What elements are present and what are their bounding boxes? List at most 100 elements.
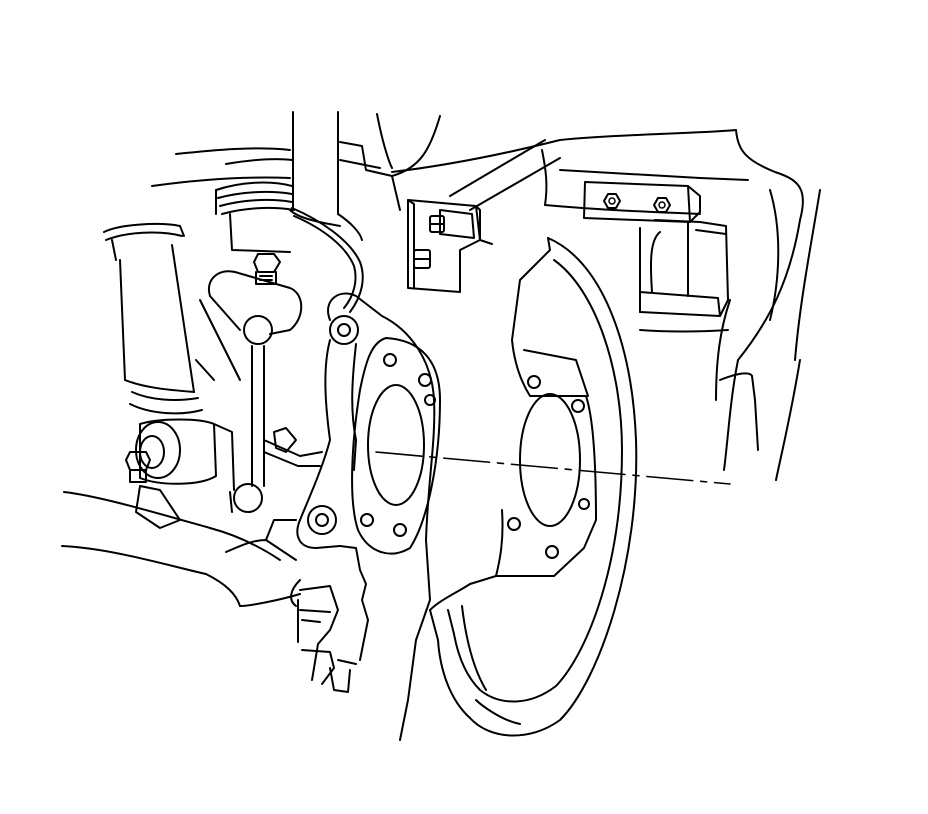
lower-strut-body-stroke <box>104 224 180 232</box>
steering-knuckle-stroke <box>330 668 350 692</box>
alignment-centerline <box>376 452 730 484</box>
body-structure-stroke <box>450 140 545 196</box>
body-structure-stroke <box>736 130 803 220</box>
body-structure-stroke <box>392 130 736 172</box>
steering-knuckle-stroke <box>297 520 340 548</box>
control-arm-bushing-stroke <box>136 422 180 478</box>
brake-backing-plate-stroke <box>524 350 588 396</box>
control-arm-bushing-stroke <box>140 420 216 484</box>
lower-control-arm-stroke <box>62 546 240 606</box>
strut-assembly-stroke <box>338 214 362 240</box>
lower-strut-body-stroke <box>172 245 194 392</box>
brake-hose-bracket-stroke <box>480 240 492 244</box>
body-structure-stroke <box>542 150 546 205</box>
body-bracket-with-nuts-stroke <box>696 230 726 234</box>
brake-backing-plate-stroke <box>448 260 622 702</box>
lower-strut-body-stroke <box>200 300 240 380</box>
brake-hose-bracket-stroke <box>440 210 474 238</box>
body-bracket-with-nuts-stroke <box>609 198 615 204</box>
bolt-hole-icon <box>572 400 584 412</box>
bolt-hole-icon <box>579 499 589 509</box>
brake-hose-bracket <box>408 200 492 292</box>
body-structure-stroke <box>340 142 400 210</box>
lower-control-arm <box>62 492 300 606</box>
stabilizer-link-stroke <box>210 296 240 330</box>
body-structure-stroke <box>770 190 778 320</box>
body-bracket-with-nuts-stroke <box>688 186 700 222</box>
tie-rod-end <box>264 428 322 466</box>
strut-assembly-stroke <box>222 208 294 214</box>
strut-assembly-stroke <box>216 183 292 190</box>
lower-strut-body-stroke <box>180 226 184 236</box>
lower-strut-body-stroke <box>125 380 194 392</box>
steering-knuckle-stroke <box>308 506 336 534</box>
body-structure-stroke <box>470 158 560 210</box>
steering-knuckle-stroke <box>300 340 330 520</box>
steering-knuckle-stroke <box>328 293 434 740</box>
steering-knuckle-stroke <box>316 514 328 526</box>
steering-knuckle-stroke <box>340 546 368 660</box>
control-arm-bushing-stroke <box>130 470 146 482</box>
body-structure-stroke <box>738 220 800 360</box>
brake-backing-plate-stroke <box>520 394 580 526</box>
body-bracket-with-nuts-stroke <box>640 220 728 316</box>
body-bracket-with-nuts-stroke <box>718 298 720 316</box>
stabilizer-link <box>209 254 301 512</box>
fender-edge <box>716 300 800 480</box>
steering-knuckle-stroke <box>338 660 356 664</box>
body-structure-stroke <box>392 116 440 176</box>
hex-nut-icon <box>654 198 670 212</box>
brake-hose-bracket-stroke <box>476 206 480 240</box>
control-arm-bushing <box>126 420 234 529</box>
body-structure-stroke <box>752 376 758 450</box>
control-arm-bushing-stroke <box>136 486 180 528</box>
body-structure-stroke <box>545 205 700 214</box>
body-structure-stroke <box>795 190 820 360</box>
body-structure-stroke <box>640 330 728 332</box>
body-bracket-with-nuts-stroke <box>651 232 660 292</box>
alignment-centerline-stroke <box>376 452 730 484</box>
body-structure-stroke <box>226 159 292 164</box>
brake-backing-plate-stroke <box>496 340 596 576</box>
lower-control-arm-stroke <box>240 594 300 606</box>
brake-backing-plate-stroke <box>430 238 636 736</box>
bolt-hole-icon <box>419 374 431 386</box>
brake-backing-plate-stroke <box>470 576 496 584</box>
tie-rod-end-stroke <box>274 428 296 452</box>
body-structure-stroke <box>724 360 738 470</box>
body-structure-stroke <box>720 373 752 380</box>
body-structure-stroke <box>340 160 380 168</box>
bolt-hole-icon <box>528 376 540 388</box>
lower-strut-body-stroke <box>132 392 198 400</box>
lower-strut-body <box>104 224 240 413</box>
body-structure-stroke <box>152 177 290 186</box>
strut-assembly <box>216 112 362 252</box>
steering-knuckle-stroke <box>291 580 300 606</box>
stabilizer-link-stroke <box>209 271 301 334</box>
hex-nut-icon <box>604 194 620 208</box>
bolt-hole-icon <box>508 518 520 530</box>
bolt-hole-icon <box>361 514 373 526</box>
tie-rod-end-stroke <box>264 452 320 466</box>
strut-assembly-stroke <box>220 200 292 206</box>
steering-knuckle-stroke <box>300 610 330 612</box>
strut-assembly-stroke <box>290 210 340 226</box>
strut-assembly-stroke <box>218 192 292 198</box>
bolt-hole-icon <box>384 354 396 366</box>
stabilizer-link-stroke <box>244 316 272 344</box>
steering-knuckle-stroke <box>302 620 320 622</box>
brake-backing-plate-stroke <box>462 606 486 690</box>
lower-control-arm-stroke <box>64 492 280 560</box>
lower-strut-body-stroke <box>106 233 182 240</box>
hex-nut-icon <box>254 254 280 272</box>
brake-backing-plate <box>430 238 636 736</box>
brake-backing-plate-stroke <box>512 238 550 340</box>
brake-backing-plate-stroke <box>476 700 520 724</box>
knuckle-hub-flange <box>352 338 440 554</box>
lower-strut-body-stroke <box>130 404 202 413</box>
stabilizer-link-stroke <box>230 492 232 512</box>
body-structure-stroke <box>176 148 290 154</box>
knuckle-hub-flange-stroke <box>352 338 440 554</box>
lower-strut-body-stroke <box>120 260 125 380</box>
